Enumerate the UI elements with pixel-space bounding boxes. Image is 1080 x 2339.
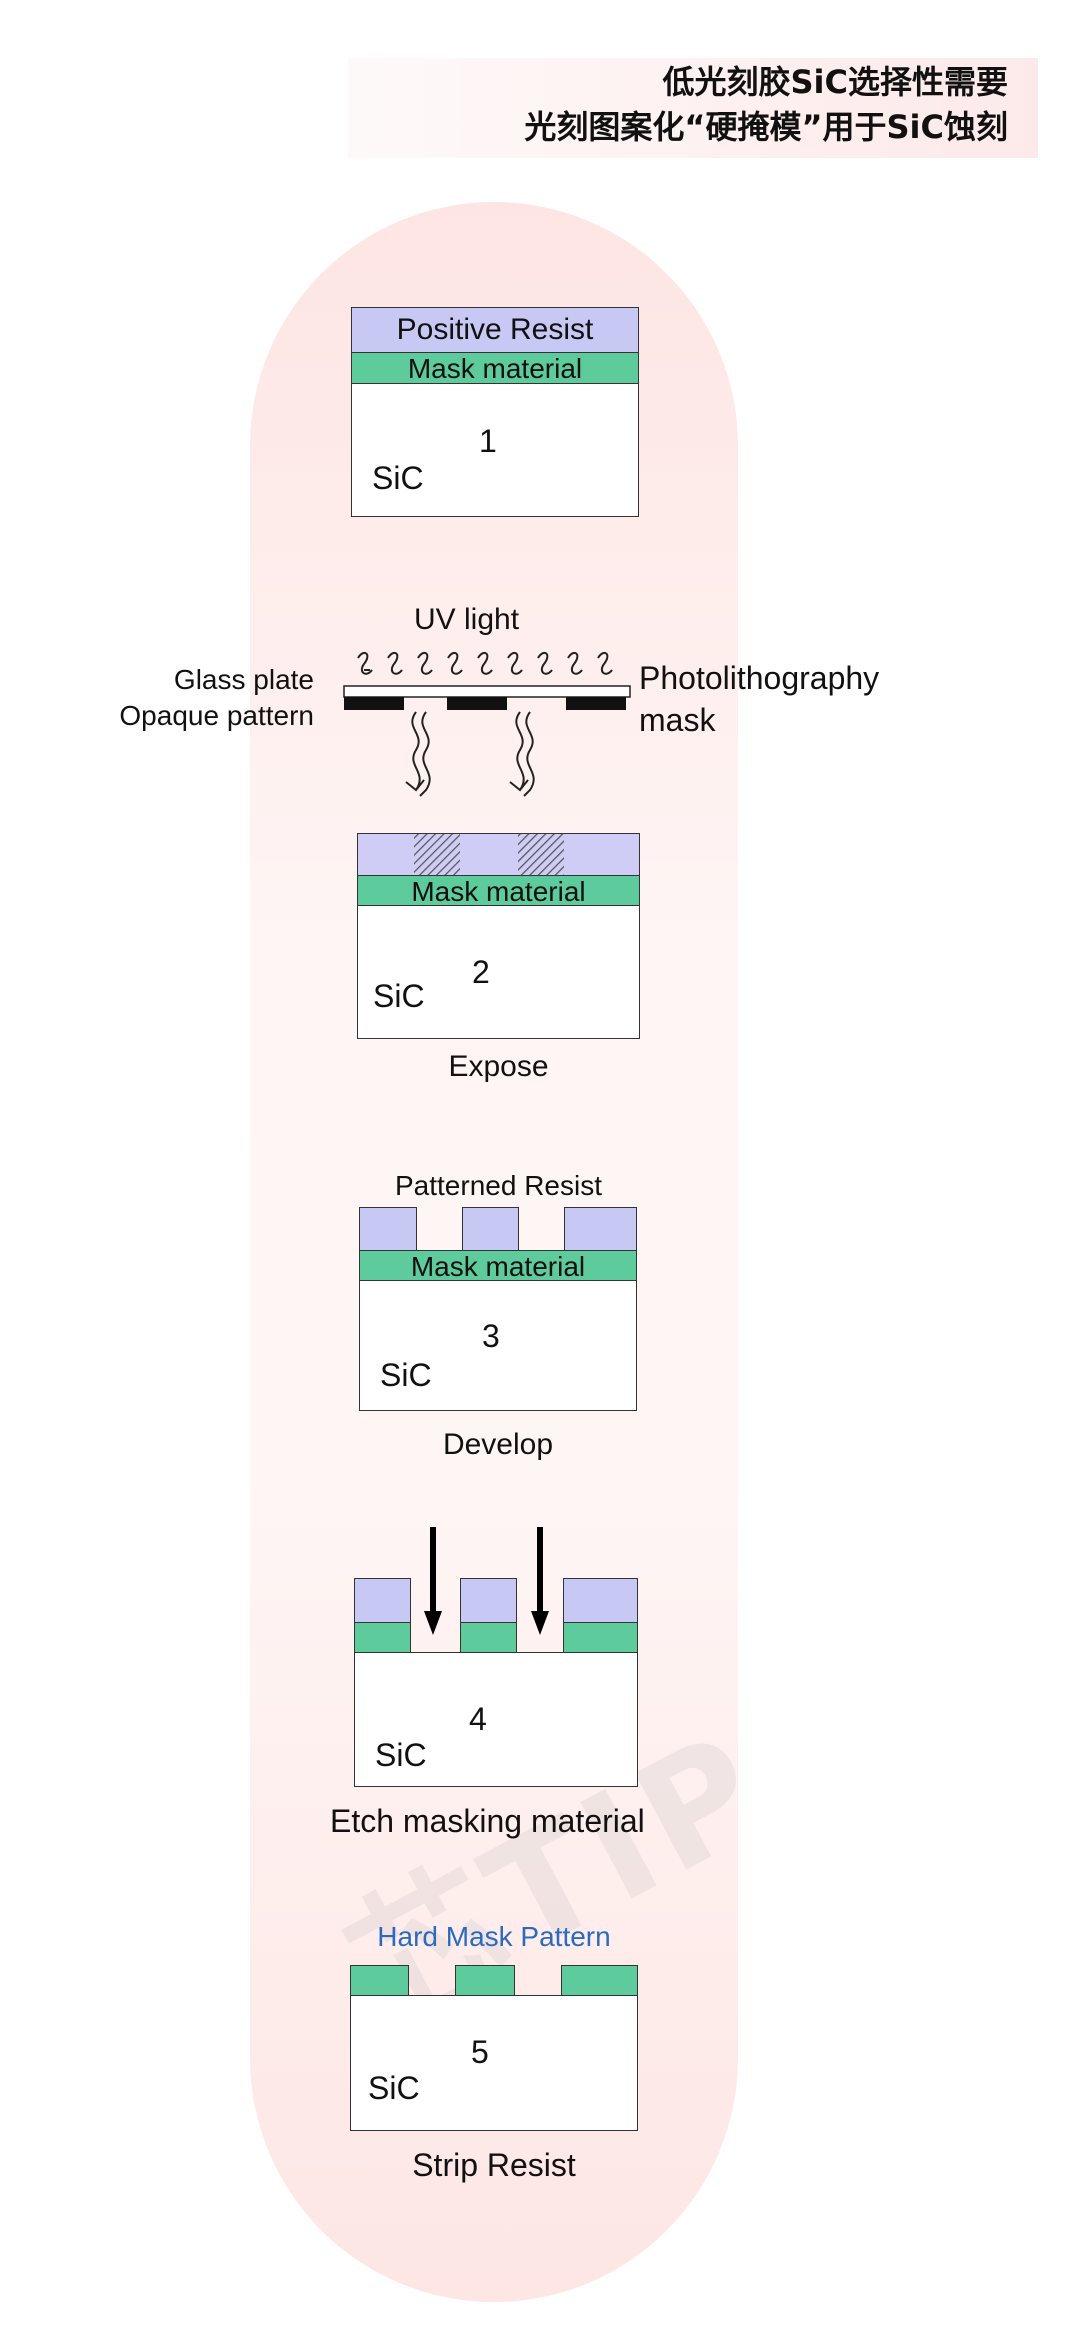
resist-block-2	[462, 1207, 519, 1252]
patterned-resist-label: Patterned Resist	[395, 1170, 602, 1201]
title-band	[348, 58, 1038, 158]
etch-arrow-1	[424, 1527, 442, 1635]
etch-caption: Etch masking material	[330, 1803, 645, 1839]
step-number: 1	[479, 423, 497, 459]
mask-material-layer: Mask material	[351, 352, 639, 385]
hard-mask-block-3	[561, 1965, 638, 1997]
sic-label: SiC	[380, 1357, 432, 1393]
opaque-pattern-block-1	[344, 697, 404, 710]
exposed-region-1	[414, 834, 460, 876]
sic-label: SiC	[372, 460, 424, 496]
exposed-resist-layer	[357, 833, 640, 877]
sic-substrate: 1 SiC	[351, 383, 639, 517]
hard-mask-block-1	[350, 1965, 409, 1997]
sic-substrate: 3 SiC	[359, 1280, 637, 1411]
positive-resist-layer: Positive Resist	[351, 307, 639, 354]
uv-light-rays	[357, 651, 613, 675]
sic-label: SiC	[375, 1737, 427, 1773]
glass-plate	[343, 685, 631, 698]
step-number: 2	[472, 954, 490, 990]
sic-substrate: 2 SiC	[357, 905, 640, 1039]
develop-caption: Develop	[442, 1428, 554, 1461]
etch-arrows	[424, 1527, 549, 1635]
mask-material-layer: Mask material	[357, 875, 640, 907]
etch-arrow-2	[531, 1527, 549, 1635]
page-title: 低光刻胶SiC选择性需要 光刻图案化“硬掩模”用于SiC蚀刻	[524, 60, 1008, 150]
strip-resist-caption: Strip Resist	[412, 2147, 576, 2183]
mask-material-block-1	[354, 1622, 411, 1654]
hard-mask-block-2	[455, 1965, 515, 1997]
step-number: 5	[471, 2034, 489, 2070]
resist-block-3	[564, 1207, 637, 1252]
transmitted-uv-rays	[405, 711, 535, 797]
sic-label: SiC	[373, 978, 425, 1014]
expose-caption: Expose	[448, 1050, 549, 1083]
resist-block-1	[359, 1207, 417, 1252]
positive-resist-label: Positive Resist	[396, 313, 594, 346]
mask-material-layer: Mask material	[359, 1250, 637, 1282]
resist-block-1	[354, 1578, 411, 1624]
title-line-1: 低光刻胶SiC选择性需要	[662, 63, 1008, 101]
glass-plate-label: Glass plate	[173, 664, 314, 695]
opaque-pattern-block-3	[566, 697, 626, 710]
sic-substrate: 4 SiC	[354, 1652, 638, 1787]
sic-label: SiC	[368, 2070, 420, 2106]
uv-exposure-illustration	[343, 651, 631, 797]
resist-block-3	[563, 1578, 638, 1624]
exposed-region-2	[518, 834, 564, 876]
mask-material-label: Mask material	[410, 1251, 586, 1282]
mask-material-label: Mask material	[407, 353, 583, 384]
title-line-2: 光刻图案化“硬掩模”用于SiC蚀刻	[524, 108, 1008, 146]
resist-block-2	[460, 1578, 517, 1624]
mask-material-label: Mask material	[411, 876, 586, 907]
uv-light-label: UV light	[414, 603, 520, 636]
hard-mask-pattern-label: Hard Mask Pattern	[377, 1921, 611, 1952]
step-number: 3	[482, 1318, 500, 1354]
photomask-label-line-1: Photolithography	[639, 660, 880, 696]
exposed-regions-hatching	[414, 834, 564, 876]
sic-substrate: 5 SiC	[350, 1995, 638, 2131]
photomask-label-line-2: mask	[639, 702, 716, 738]
opaque-pattern-label: Opaque pattern	[119, 700, 314, 731]
mask-material-block-2	[460, 1622, 517, 1654]
mask-material-block-3	[563, 1622, 638, 1654]
step-number: 4	[469, 1701, 487, 1737]
opaque-pattern-block-2	[447, 697, 507, 710]
